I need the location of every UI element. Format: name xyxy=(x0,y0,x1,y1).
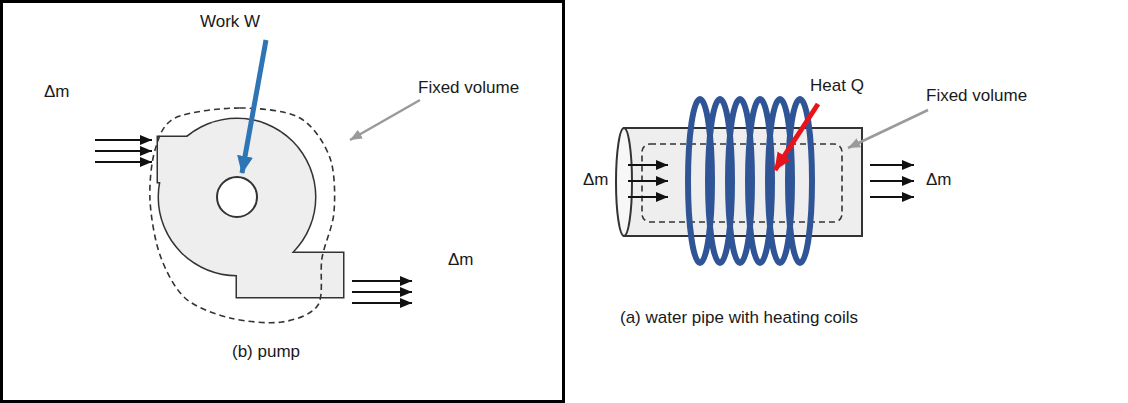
subfigure-caption: (b) pump xyxy=(232,342,300,361)
flow-arrow xyxy=(628,180,668,182)
panel-frame xyxy=(2,2,564,402)
heating-coils xyxy=(688,99,812,263)
water-pipe xyxy=(616,128,862,236)
label-anchor: Fixed volume xyxy=(418,78,519,98)
flow-arrow xyxy=(352,302,412,304)
pump-shaft xyxy=(217,177,257,217)
leader-arrow xyxy=(848,110,928,148)
coil-turn xyxy=(788,99,812,263)
flow-arrow xyxy=(870,196,914,198)
flow-label: Δm xyxy=(448,250,474,269)
flow-arrow xyxy=(95,161,152,163)
flow-label: Δm xyxy=(583,170,609,189)
label-anchor: Δm xyxy=(448,250,474,270)
pump-casing xyxy=(159,119,315,275)
flow-label: Δm xyxy=(44,82,70,101)
flow-arrow xyxy=(870,164,914,166)
label-anchor: Work W xyxy=(200,12,260,32)
label-anchor: Heat Q xyxy=(810,76,864,96)
label-anchor: (b) pump xyxy=(232,342,300,362)
mass-flow-arrows xyxy=(628,165,914,197)
work-arrow xyxy=(242,40,266,173)
control-volume xyxy=(150,108,335,323)
label-anchor: Δm xyxy=(44,82,70,102)
flow-arrow xyxy=(628,196,668,198)
flow-arrow xyxy=(352,291,412,293)
subfigure-caption: (a) water pipe with heating coils xyxy=(620,308,858,327)
region-label: Fixed volume xyxy=(926,86,1027,105)
pipe-body xyxy=(624,128,862,236)
flow-arrow xyxy=(95,150,152,152)
pump-body xyxy=(158,119,343,297)
flow-arrow xyxy=(95,139,152,141)
leader-arrow xyxy=(350,100,420,140)
heat-label: Heat Q xyxy=(810,76,864,95)
label-anchor: Δm xyxy=(926,170,952,190)
label-anchor: (a) water pipe with heating coils xyxy=(620,308,858,328)
flow-label: Δm xyxy=(926,170,952,189)
region-label: Fixed volume xyxy=(418,78,519,97)
mass-flow-arrows xyxy=(95,140,412,303)
pump-casing-fill xyxy=(159,119,315,275)
heat-arrow xyxy=(775,104,818,170)
flow-arrow xyxy=(870,180,914,182)
force-label: Work W xyxy=(200,12,260,31)
flow-arrow xyxy=(628,164,668,166)
label-anchor: Fixed volume xyxy=(926,86,1027,106)
label-anchor: Δm xyxy=(583,170,609,190)
flow-arrow xyxy=(352,280,412,282)
